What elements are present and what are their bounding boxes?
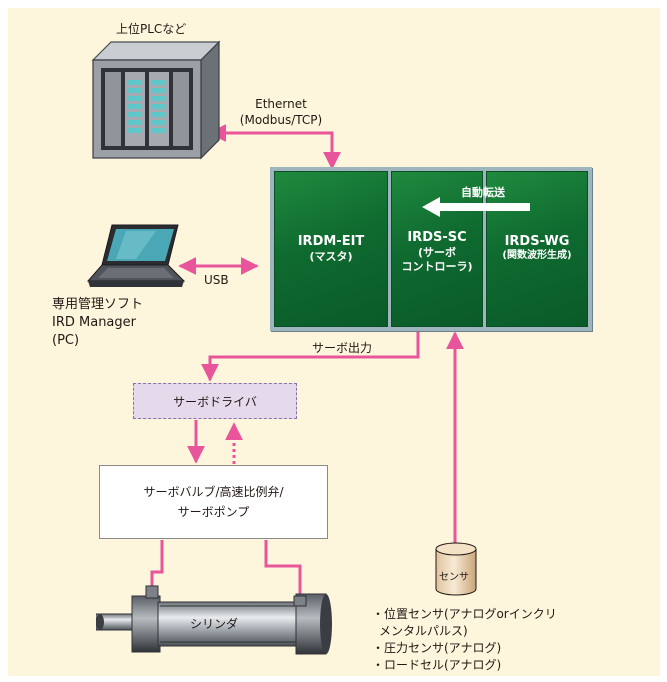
module-irds-wg-line1: IRDS-WG	[504, 234, 570, 249]
pc-label-line1: 専用管理ソフト	[52, 297, 144, 312]
sensor-icon	[435, 542, 477, 596]
ethernet-label: Ethernet (Modbus/TCP)	[226, 96, 336, 128]
ethernet-label-line2: (Modbus/TCP)	[239, 113, 323, 127]
servo-output-label: サーボ出力	[312, 341, 373, 355]
sensor-list-line4: ・ロードセル(アナログ)	[372, 658, 502, 672]
module-irds-sc: IRDS-SC (サーボ コントローラ)	[391, 171, 483, 327]
servo-valve-box: サーボバルブ/高速比例弁/ サーボポンプ	[99, 465, 328, 539]
transfer-arrow	[422, 197, 530, 217]
sensor-list-line3: ・圧力センサ(アナログ)	[372, 641, 502, 655]
module-irds-sc-line3: コントローラ)	[401, 260, 473, 273]
usb-label: USB	[204, 273, 229, 287]
valve-to-cylinder-link-left	[150, 540, 164, 588]
servo-driver-box: サーボドライバ	[133, 383, 297, 419]
sensor-label: センサ	[439, 572, 469, 583]
pc-label-line2: IRD Manager	[52, 315, 136, 330]
module-irds-sc-line2: (サーボ	[417, 246, 457, 260]
module-irdm-eit: IRDM-EIT (マスタ)	[274, 171, 388, 327]
module-irdm-eit-line2: (マスタ)	[309, 250, 353, 264]
transfer-label: 自動転送	[461, 186, 505, 199]
module-irdm-eit-line1: IRDM-EIT	[297, 234, 365, 249]
ethernet-link	[208, 124, 341, 170]
module-irds-wg-line2: (関数波形生成)	[502, 250, 572, 262]
plc-label: 上位PLCなど	[116, 22, 187, 36]
servo-valve-line2: サーボポンプ	[177, 505, 250, 519]
sensor-list: ・位置センサ(アナログorインクリ メンタルパルス) ・圧力センサ(アナログ) …	[372, 606, 557, 674]
module-irds-wg: IRDS-WG (関数波形生成)	[486, 171, 588, 327]
module-irds-sc-line1: IRDS-SC	[407, 230, 467, 245]
cylinder-icon	[96, 585, 332, 655]
pc-label-line3: (PC)	[52, 333, 80, 348]
servo-driver-label: サーボドライバ	[173, 394, 257, 409]
ethernet-label-line1: Ethernet	[255, 97, 307, 111]
pc-label: 専用管理ソフト IRD Manager (PC)	[52, 296, 143, 350]
plc-icon	[91, 40, 221, 160]
servo-output-link	[201, 330, 420, 382]
valve-to-cylinder-link-right	[264, 540, 302, 598]
sensor-list-line2: メンタルパルス)	[379, 624, 468, 638]
cylinder-label: シリンダ	[190, 617, 239, 631]
laptop-icon	[86, 224, 186, 287]
sensor-list-line1: ・位置センサ(アナログorインクリ	[372, 607, 557, 621]
servo-valve-line1: サーボバルブ/高速比例弁/	[143, 485, 284, 499]
